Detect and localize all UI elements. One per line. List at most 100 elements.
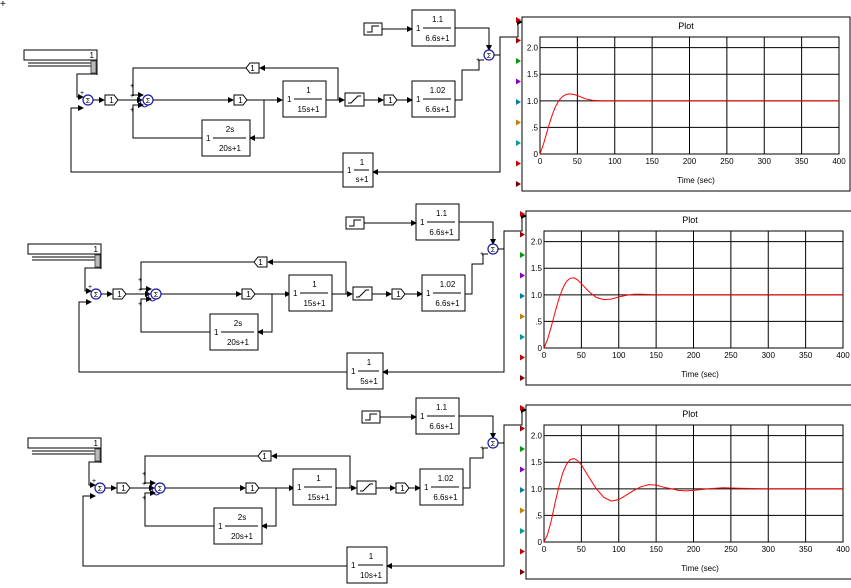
plot-x-tick-label: 250 [720,157,734,166]
setpoint-input-field[interactable] [27,243,102,255]
gain-block-3-shape[interactable] [383,94,398,106]
sum-junction-2[interactable]: Σ [154,482,166,494]
saturation-block[interactable] [356,480,377,495]
setpoint-input-field[interactable] [27,437,102,449]
signal-wire [372,55,501,175]
transfer-block-process-numerator: 1.02 [430,86,446,95]
signal-wire [494,19,523,56]
setpoint-input-slider-handle[interactable] [90,60,97,74]
gain-block-1-shape[interactable] [112,288,127,300]
sum-junction-output[interactable]: Σ [483,49,495,61]
plot-response-curve [543,457,843,543]
gain-block-1[interactable]: 1 [112,288,127,300]
plot-response-curve [543,277,843,349]
transfer-block-process[interactable]: 11.026.6s+1 [419,468,464,506]
plot-input-port [520,528,525,534]
plot-y-tick-label: 2.0 [531,432,543,441]
sum-junction-output[interactable]: Σ [487,243,499,255]
transfer-block-disturbance[interactable]: 11.16.6s+1 [415,397,460,435]
gain-block-2[interactable]: 1 [245,482,260,494]
setpoint-input-slider-handle[interactable] [94,448,101,462]
step-source-frame[interactable] [363,22,383,36]
gain-block-3-shape[interactable] [395,482,410,494]
signal-wire [140,296,210,333]
gain-block-2-shape[interactable] [241,288,256,300]
saturation-block[interactable] [352,286,373,301]
gain-block-3[interactable]: 1 [383,94,398,106]
gain-block-2-label: 1 [238,96,243,105]
transfer-block-process-denominator: 6.6s+1 [433,493,458,502]
gain-block-1[interactable]: 1 [104,94,119,106]
gain-block-feedback-shape[interactable] [245,62,260,74]
gain-block-2[interactable]: 1 [241,288,256,300]
setpoint-input-field[interactable] [23,49,98,61]
transfer-block-disturbance[interactable]: 11.16.6s+1 [411,9,456,47]
setpoint-input[interactable]: 1 [23,49,98,75]
gain-block-feedback[interactable]: 1 [253,256,268,268]
step-source-frame[interactable] [361,410,381,424]
sum-junction-output[interactable]: Σ [487,437,499,449]
gain-block-1-shape[interactable] [116,482,131,494]
gain-block-2-shape[interactable] [245,482,260,494]
gain-block-3-shape[interactable] [391,288,406,300]
gain-block-2-shape[interactable] [233,94,248,106]
sum-junction-output-sign: + [476,57,480,64]
step-source[interactable] [361,410,381,424]
sum-junction-output-sigma-glyph: Σ [487,53,492,60]
sum-junction-2-sign-2: + [130,93,134,100]
step-source[interactable] [363,22,383,36]
gain-block-feedback-shape[interactable] [253,256,268,268]
gain-block-feedback-shape[interactable] [257,450,272,462]
setpoint-input[interactable]: 1 [27,437,102,463]
transfer-block-disturbance[interactable]: 11.16.6s+1 [415,203,460,241]
signal-wire [82,493,347,567]
sum-junction-2[interactable]: Σ [150,288,162,300]
gain-block-3[interactable]: 1 [395,482,410,494]
sum-junction-2[interactable]: Σ [142,94,154,106]
transfer-block-15s-gain: 1 [297,483,302,492]
transfer-block-process-gain: 1 [424,483,429,492]
setpoint-input-slider-handle[interactable] [94,254,101,268]
step-source-frame[interactable] [345,216,365,230]
signal-wire [70,105,343,173]
sum-junction-2-sign-3: + [130,107,134,114]
gain-block-feedback[interactable]: 1 [257,450,272,462]
plot-x-tick-label: 150 [649,351,663,360]
gain-block-feedback[interactable]: 1 [245,62,260,74]
plot-input-port [520,487,525,493]
plot-y-tick-label: .5 [535,317,542,326]
saturation-block[interactable] [344,92,365,107]
sum-junction-1[interactable]: Σ [94,482,106,494]
sum-junction-1[interactable]: Σ [82,94,94,106]
signal-wire [88,461,102,488]
sum-junction-1[interactable]: Σ [90,288,102,300]
transfer-block-feedback-gain: 1 [351,561,356,570]
setpoint-input[interactable]: 1 [27,243,102,269]
plot-xlabel: Time (sec) [681,370,719,379]
gain-block-1-shape[interactable] [104,94,119,106]
gain-block-2[interactable]: 1 [233,94,248,106]
transfer-block-15s-gain: 1 [293,289,298,298]
plot-x-tick-label: 350 [795,157,809,166]
plot-input-port [520,507,525,514]
gain-block-3[interactable]: 1 [391,288,406,300]
step-source[interactable] [345,216,365,230]
transfer-block-process[interactable]: 11.026.6s+1 [411,80,456,118]
transfer-block-feedback[interactable]: 11s+1 [342,152,374,188]
transfer-block-process[interactable]: 11.026.6s+1 [421,274,466,312]
signal-wire [459,221,496,245]
plot-input-port [516,58,521,64]
transfer-block-disturbance-denominator: 6.6s+1 [425,34,450,43]
gain-block-1[interactable]: 1 [116,482,131,494]
